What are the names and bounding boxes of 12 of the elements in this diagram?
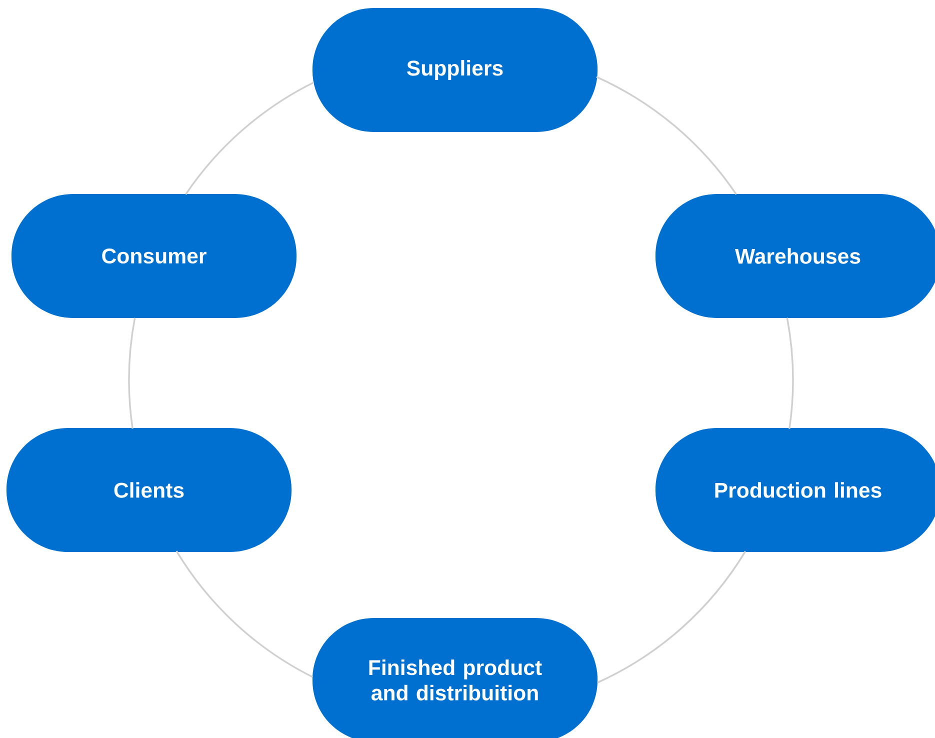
process-pill: Production lines <box>655 428 935 552</box>
connector-arc <box>786 318 794 430</box>
connector-arc <box>185 82 314 195</box>
process-pill: Finished product and distribuition <box>312 618 598 738</box>
process-pill: Warehouses <box>655 194 935 318</box>
process-pill: Clients <box>6 428 292 552</box>
connector-arc <box>128 318 136 429</box>
connector-arc <box>176 550 314 678</box>
process-pill: Suppliers <box>312 8 598 132</box>
process-pill: Consumer <box>11 194 297 318</box>
connector-arc <box>597 550 746 684</box>
connector-arc <box>596 76 737 195</box>
